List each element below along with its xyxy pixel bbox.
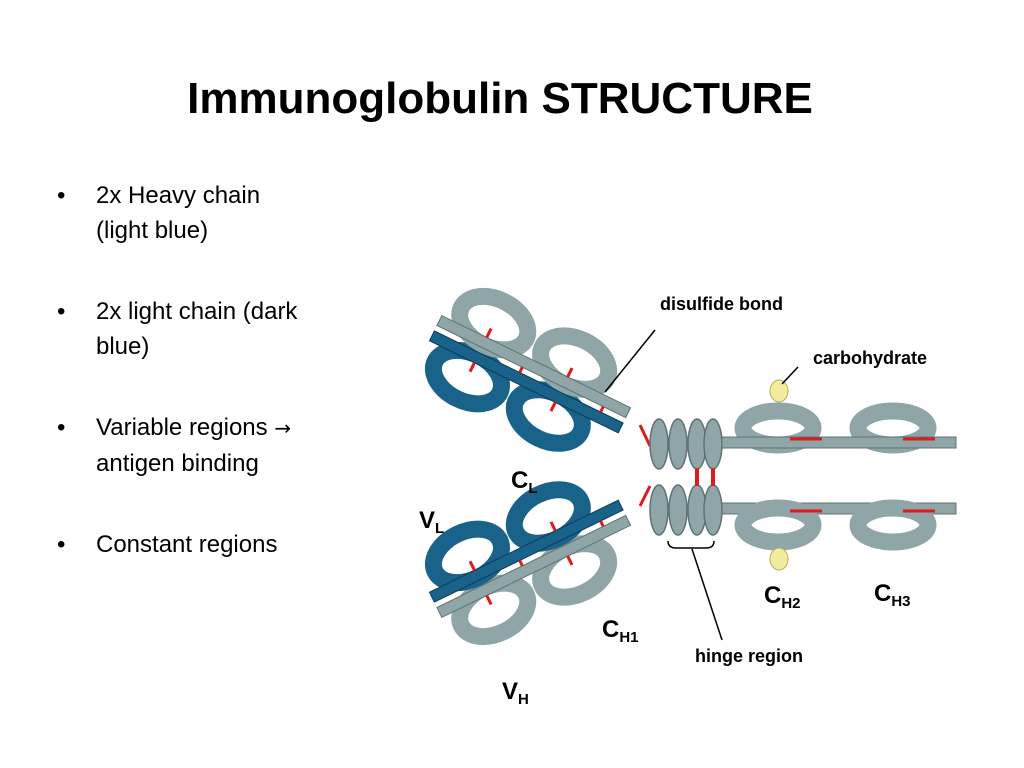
bullet-light-chain: • 2x light chain (dark blue): [55, 294, 355, 364]
bullet-dot: •: [57, 531, 66, 558]
bullet-dot: •: [57, 182, 66, 209]
interchain-disulfide-bonds: [695, 468, 715, 486]
bullet-text: 2x Heavy chain: [96, 182, 261, 209]
bullet-list: • 2x Heavy chain (light blue) • 2x light…: [55, 178, 355, 608]
bullet-text: 2x light chain (dark: [96, 298, 298, 325]
intrachain-disulfide-bonds: [468, 520, 605, 606]
heavy-chain-strip: [436, 514, 632, 619]
bullet-text: antigen binding: [96, 450, 259, 477]
lower-fab-arm: [424, 481, 632, 646]
fc-heavy-strip: [721, 502, 957, 515]
bullet-dot: •: [57, 298, 66, 325]
ch3-domain: [849, 499, 937, 551]
fc-heavy-strip: [721, 436, 957, 449]
hinge-bracket: [667, 540, 715, 549]
bullet-variable-regions: • Variable regions → antigen binding: [55, 410, 355, 481]
bullet-text: Variable regions: [96, 414, 268, 441]
bullet-text: Constant regions: [96, 531, 278, 558]
bullet-heavy-chain: • 2x Heavy chain (light blue): [55, 178, 355, 248]
right-arrow-icon: →: [274, 416, 292, 440]
lower-fc-chain: [721, 499, 957, 551]
arm-junction-disulfides: [638, 424, 652, 507]
light-chain-strip: [428, 330, 624, 434]
vh-label: VH: [502, 678, 529, 708]
ch2-label: CH2: [764, 582, 801, 612]
bullet-constant-regions: • Constant regions: [55, 527, 355, 562]
carbohydrate-top: [769, 379, 789, 403]
light-chain-strip: [428, 499, 624, 603]
ch3-label: CH3: [874, 580, 911, 610]
leader-lines: [604, 329, 799, 641]
cl-label: CL: [511, 467, 538, 497]
slide-title: Immunoglobulin STRUCTURE: [187, 74, 813, 123]
bullet-text: (light blue): [96, 217, 209, 244]
ch2-domain: [734, 499, 822, 551]
disulfide-bond-label: disulfide bond: [660, 294, 783, 314]
upper-fab-arm: [424, 287, 632, 452]
bullet-text: blue): [96, 333, 150, 360]
ch1-label: CH1: [602, 616, 639, 646]
vl-label: VL: [419, 507, 444, 537]
intrachain-disulfide-bonds: [468, 327, 605, 413]
bullet-dot: •: [57, 414, 66, 441]
hinge-ovals: [649, 418, 723, 536]
upper-fc-chain: [721, 402, 957, 454]
carbohydrate-label: carbohydrate: [813, 348, 927, 368]
carbohydrate-bottom: [769, 547, 789, 571]
heavy-chain-strip: [436, 314, 632, 419]
hinge-region-label: hinge region: [695, 646, 803, 666]
